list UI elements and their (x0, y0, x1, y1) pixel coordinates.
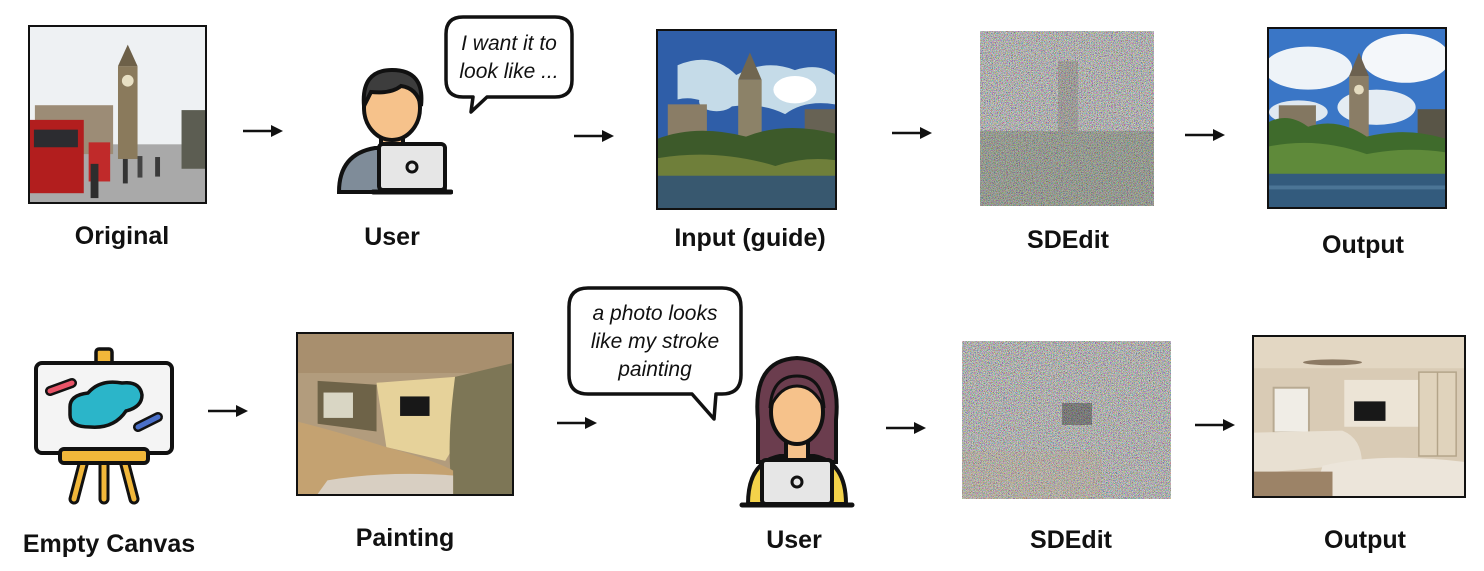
empty-canvas-label: Empty Canvas (22, 530, 196, 558)
sdedit-label: SDEdit (1027, 226, 1109, 254)
woman-with-laptop-icon (738, 350, 856, 508)
arrow-right-icon (1185, 128, 1225, 142)
user-label: User (766, 526, 822, 554)
user-label: User (364, 223, 420, 251)
original-label: Original (74, 222, 170, 250)
arrow-right-icon (243, 124, 283, 138)
arrow-right-icon (1195, 418, 1235, 432)
speech-bubble: a photo looks like my stroke painting (566, 285, 744, 423)
bubble-line: a photo looks (592, 302, 718, 325)
bubble-line: look like ... (459, 60, 559, 83)
arrow-right-icon (892, 126, 932, 140)
arrow-right-icon (208, 404, 248, 418)
arrow-right-icon (557, 416, 597, 430)
arrow-right-icon (574, 129, 614, 143)
man-with-laptop-icon (331, 64, 453, 196)
easel-canvas-icon (30, 345, 178, 505)
painting-label: Painting (355, 524, 455, 552)
arrow-right-icon (886, 421, 926, 435)
input-guide-label: Input (guide) (674, 224, 826, 252)
original-photo (28, 25, 207, 204)
sdedit-noise-image (962, 341, 1171, 499)
bubble-line: painting (618, 358, 692, 381)
bubble-line: like my stroke (590, 330, 720, 353)
speech-bubble: I want it to look like ... (443, 14, 575, 114)
output-label: Output (1322, 231, 1404, 259)
bubble-line: I want it to (461, 32, 557, 55)
stroke-painting-image (296, 332, 514, 496)
sdedit-noise-image (980, 31, 1154, 206)
sdedit-label: SDEdit (1030, 526, 1112, 554)
input-guide-image (656, 29, 837, 210)
output-label: Output (1324, 526, 1406, 554)
output-photo (1252, 335, 1466, 498)
output-photo (1267, 27, 1447, 209)
